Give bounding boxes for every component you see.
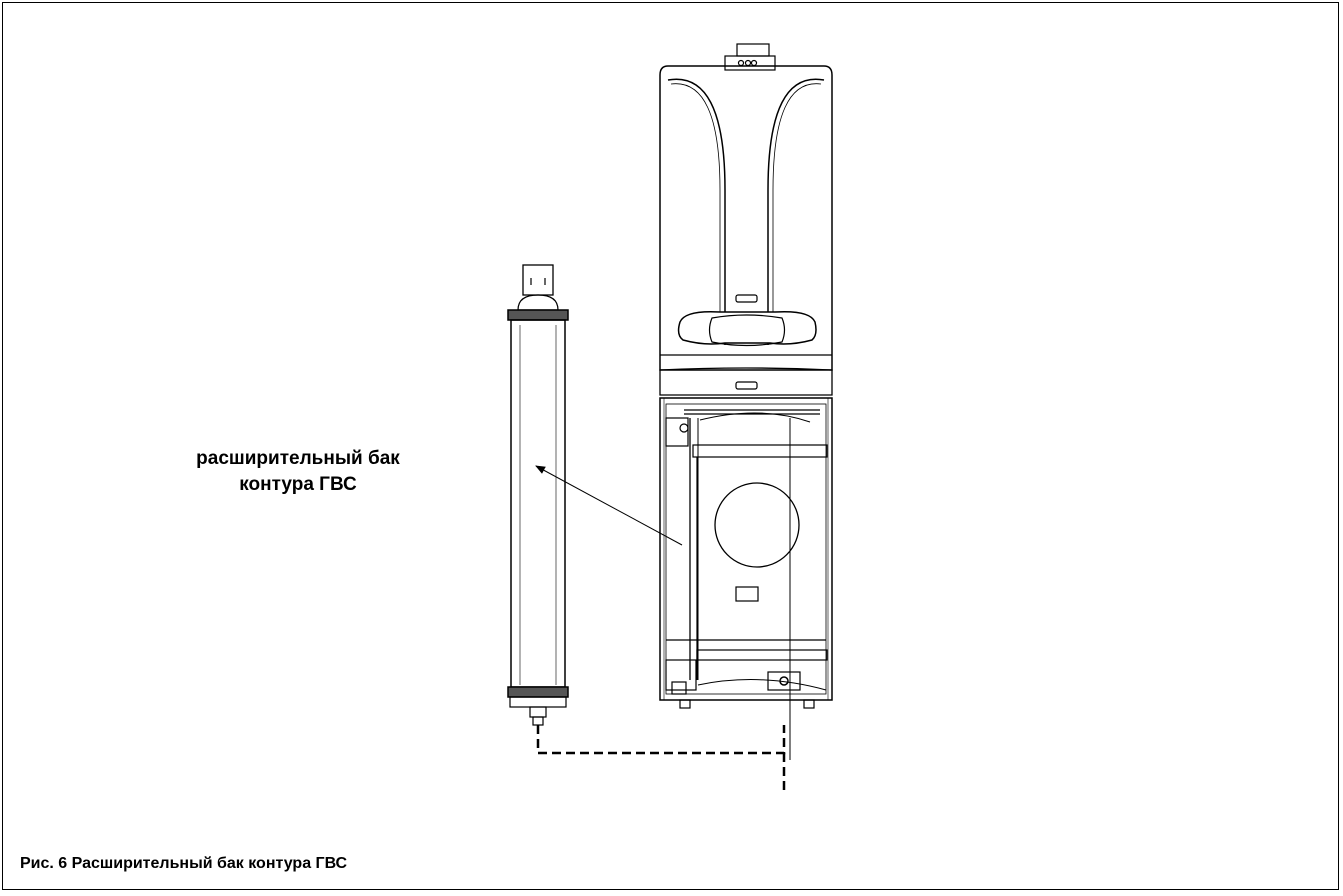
expansion-tank (507, 264, 569, 726)
callout-line-1: расширительный бак (196, 448, 400, 469)
callout-arrow (535, 465, 683, 546)
connection-pipe-dashed (536, 725, 786, 755)
callout-label: расширительный бак контура ГВС (168, 446, 428, 498)
callout-line-2: контура ГВС (239, 474, 357, 495)
figure-caption: Рис. 6 Расширительный бак контура ГВС (20, 855, 348, 872)
boiler-unit (659, 43, 833, 760)
